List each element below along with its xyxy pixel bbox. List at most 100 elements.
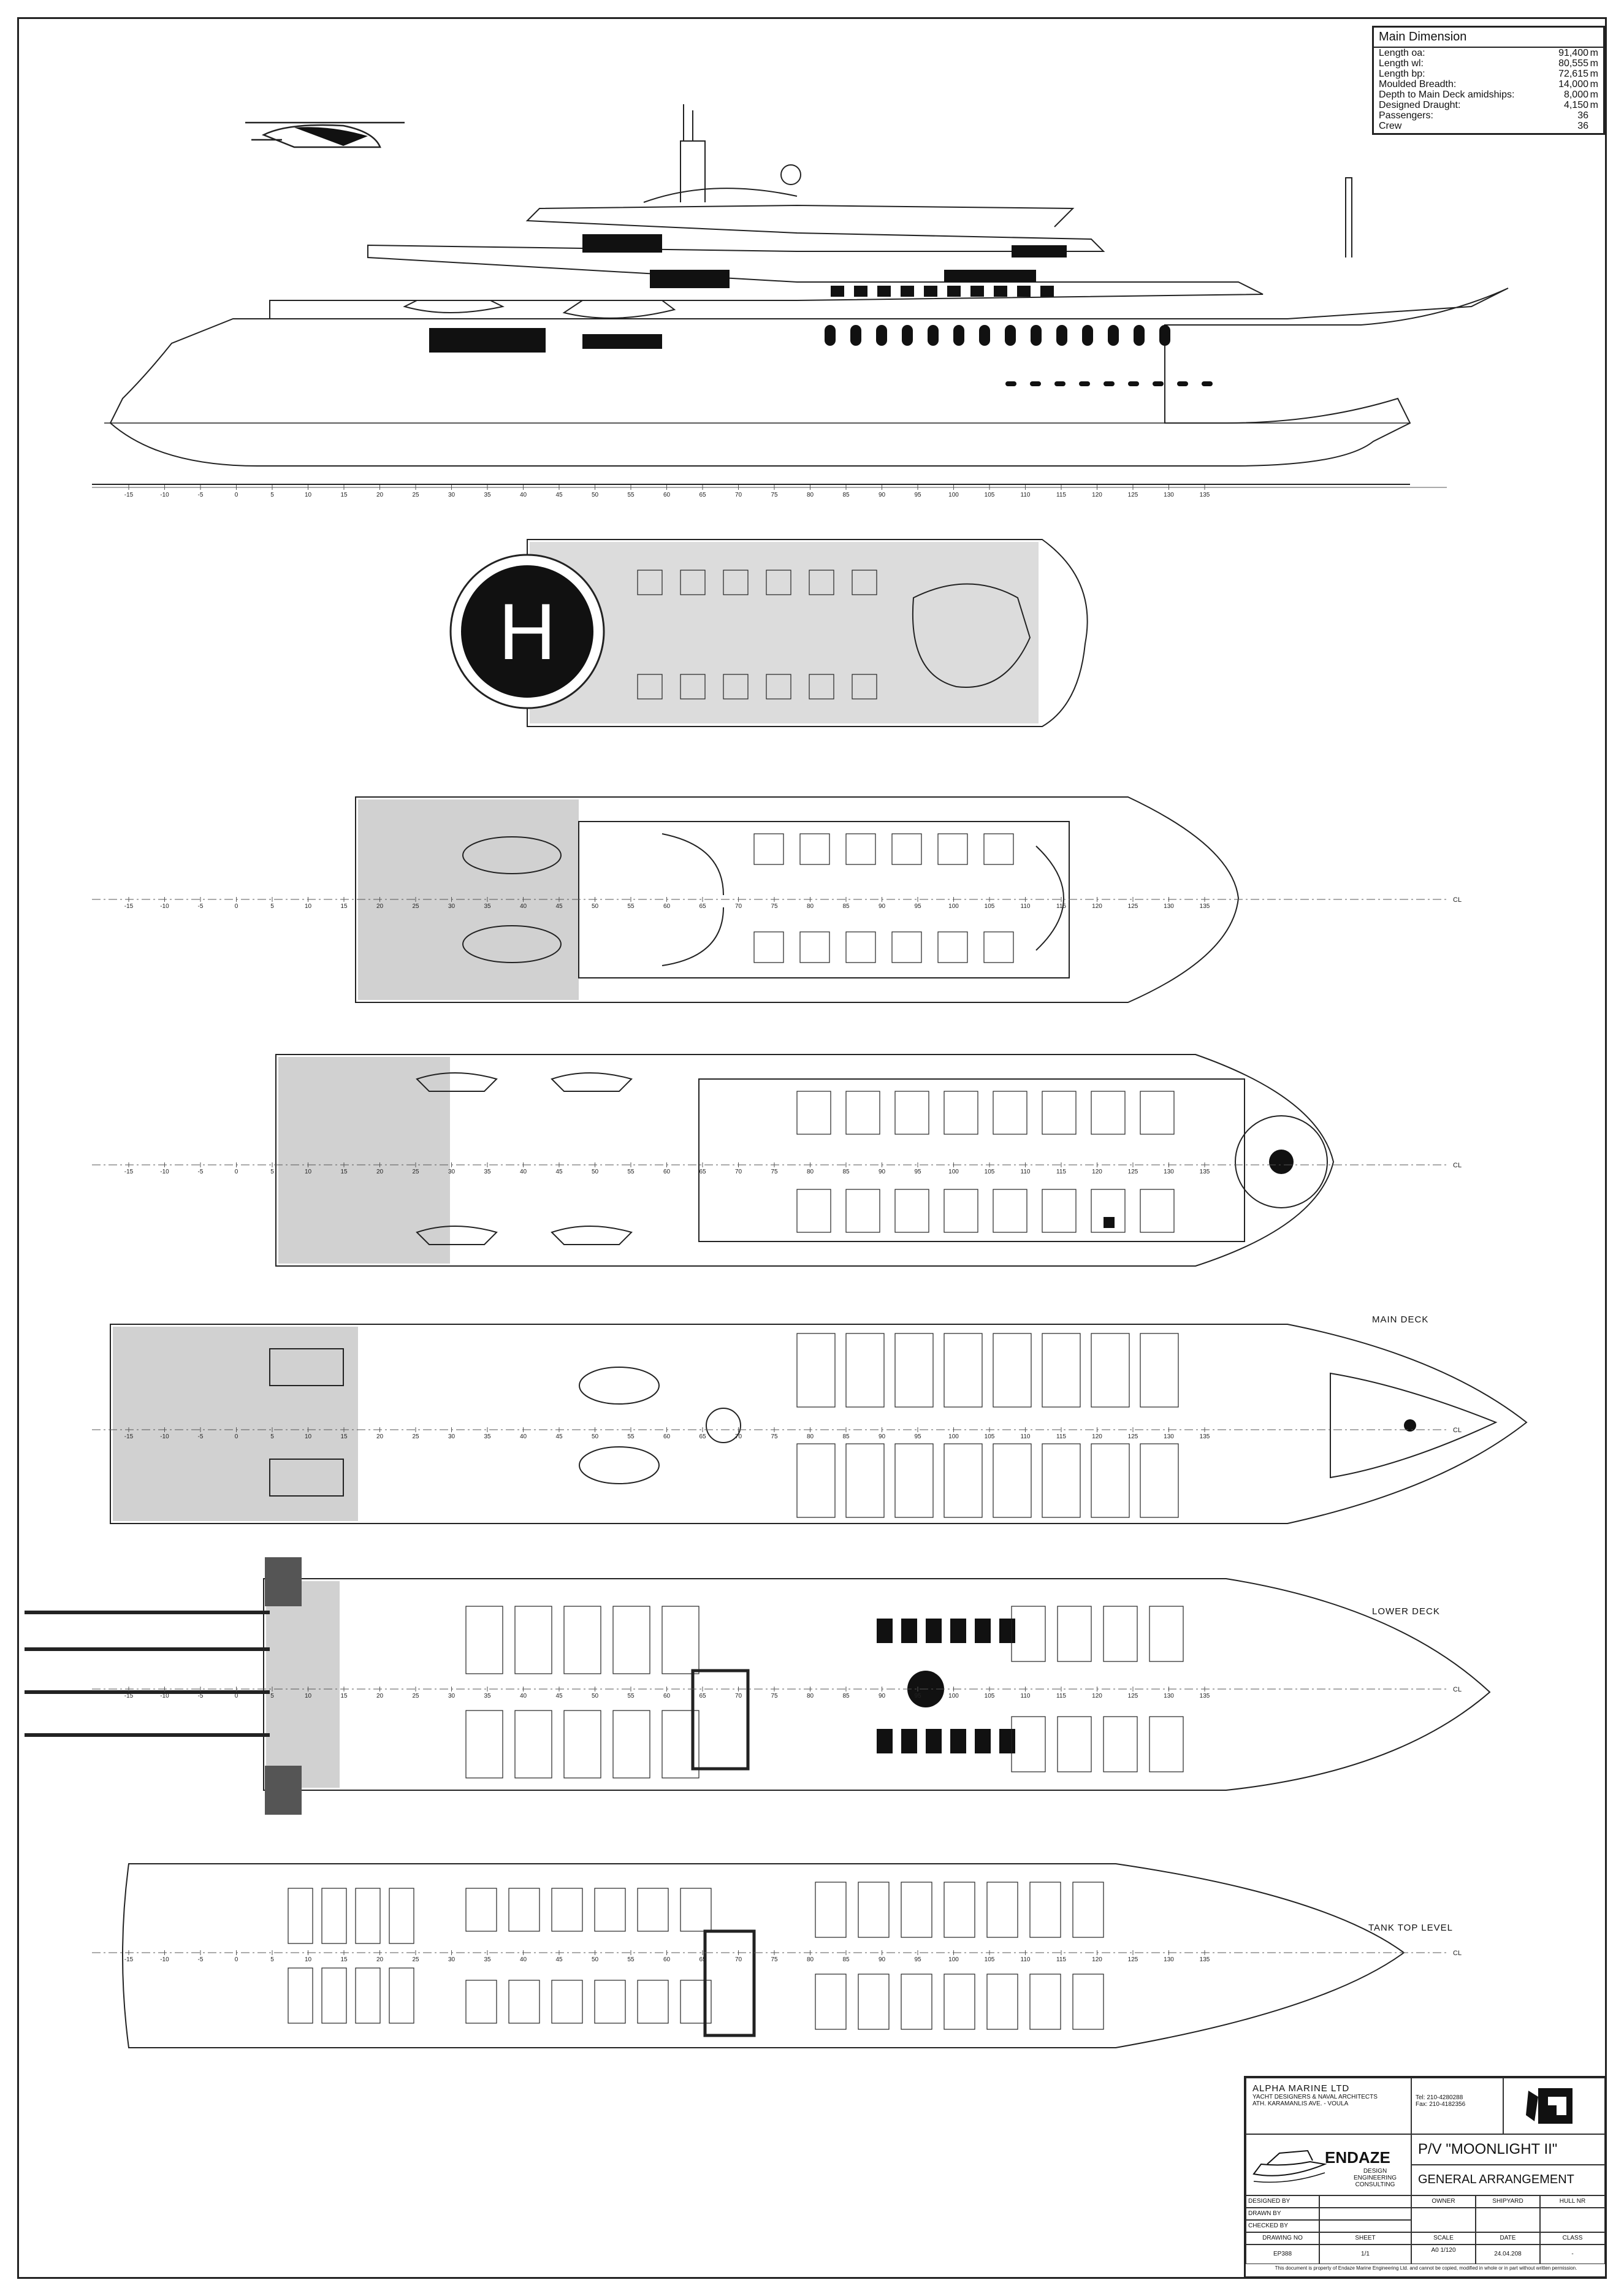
scale-value: A0 1/120 <box>1411 2245 1476 2264</box>
dimension-value: 14,000 <box>1558 79 1588 90</box>
profile-porthole-small <box>1030 381 1041 386</box>
profile-porthole-large <box>953 325 964 346</box>
frame-number: 120 <box>1092 1169 1102 1175</box>
class-label: CLASS <box>1540 2232 1605 2245</box>
engine-room-block <box>661 1606 700 1674</box>
frame-number: 70 <box>735 1956 742 1963</box>
cabin-room <box>799 931 830 963</box>
upper-deck-interior <box>698 1078 1245 1242</box>
cabin-room <box>894 1189 929 1233</box>
frame-number: -15 <box>124 1693 134 1699</box>
cabin-room <box>845 1091 880 1135</box>
frame-number: 10 <box>305 1956 312 1963</box>
frame-number: 80 <box>807 1169 814 1175</box>
technical-space <box>288 1967 313 2024</box>
frame-number: 60 <box>663 1169 671 1175</box>
frame-number: 25 <box>412 903 419 910</box>
frame-number: 40 <box>520 1169 527 1175</box>
frame-number: -10 <box>160 1956 169 1963</box>
crew-cabin <box>1029 1974 1061 2030</box>
helipad-letter: H <box>498 587 556 676</box>
contact-cell: Tel: 210-4280288 Fax: 210-4182356 <box>1411 2078 1503 2134</box>
date-label: DATE <box>1476 2232 1540 2245</box>
guest-cabin <box>1091 1333 1130 1408</box>
dimension-label: Length bp: <box>1379 69 1425 79</box>
frame-number: 15 <box>340 1433 348 1440</box>
frame-number: 75 <box>771 1956 778 1963</box>
frame-number: 115 <box>1056 903 1066 910</box>
upper-deck-teak <box>278 1057 450 1264</box>
crew-cabin <box>986 1882 1018 1938</box>
frame-number: 105 <box>985 1956 995 1963</box>
sundeck-furniture <box>809 674 834 700</box>
dimension-unit: m <box>1590 69 1598 79</box>
foredeck <box>1330 1372 1498 1479</box>
frame-number: 130 <box>1164 1169 1174 1175</box>
profile-porthole-large <box>876 325 887 346</box>
machinery-block <box>465 1888 497 1932</box>
frame-number: 30 <box>448 1956 456 1963</box>
frame-number: 105 <box>985 492 995 498</box>
frame-number: 50 <box>592 1956 599 1963</box>
technical-space <box>321 1888 347 1944</box>
crew-cabin <box>1011 1716 1046 1772</box>
sundeck-furniture <box>766 674 791 700</box>
upper-deck-stair-core <box>1269 1150 1294 1174</box>
frame-number: 40 <box>520 1433 527 1440</box>
crew-cabin <box>901 1882 932 1938</box>
frame-number: 105 <box>985 903 995 910</box>
frame-number: 125 <box>1128 1169 1138 1175</box>
drawing-frame <box>17 17 1607 2279</box>
tank-top-label: TANK TOP LEVEL <box>1368 1923 1453 1933</box>
cl-label: CL <box>1453 1162 1462 1169</box>
profile-radome <box>780 164 801 185</box>
frame-number: 10 <box>305 1433 312 1440</box>
sundeck-furniture <box>680 674 706 700</box>
frame-number: 15 <box>340 903 348 910</box>
frame-number: 125 <box>1128 1433 1138 1440</box>
dimension-row: Passengers:36 <box>1374 110 1603 121</box>
crew-cabin <box>815 1882 847 1938</box>
frame-number: 0 <box>235 1433 238 1440</box>
frame-number: 65 <box>699 1169 706 1175</box>
dimension-unit: m <box>1590 58 1598 69</box>
frame-number: 35 <box>484 492 491 498</box>
frame-number: 45 <box>555 903 563 910</box>
frame-number: 15 <box>340 1956 348 1963</box>
profile-window <box>831 286 844 297</box>
upper-deck-outline <box>275 1054 1335 1267</box>
frame-number: 20 <box>376 1433 384 1440</box>
frame-number: 30 <box>448 903 456 910</box>
frame-number: 55 <box>627 492 635 498</box>
cabin-room <box>937 931 968 963</box>
helicopter-icon <box>245 121 405 148</box>
frame-number: 110 <box>1021 1693 1031 1699</box>
frame-number: 60 <box>663 1956 671 1963</box>
frame-number: 45 <box>555 1693 563 1699</box>
dimension-label: Passengers: <box>1379 110 1433 121</box>
frame-number: -5 <box>198 492 204 498</box>
title-block: ALPHA MARINE LTD YACHT DESIGNERS & NAVAL… <box>1244 2076 1607 2278</box>
frame-number: 65 <box>699 492 706 498</box>
cabin-room <box>944 1091 978 1135</box>
cabin-room <box>845 833 876 865</box>
tank-top-outline <box>122 1863 1405 2048</box>
profile-porthole-large <box>979 325 990 346</box>
cabin-room <box>845 931 876 963</box>
frame-number: 50 <box>592 1169 599 1175</box>
frame-number: 70 <box>735 903 742 910</box>
sundeck-furniture <box>637 570 663 595</box>
g-logo-icon <box>1526 2088 1573 2124</box>
main-stair <box>706 1408 741 1443</box>
machinery-block <box>508 1888 540 1932</box>
frame-number: 10 <box>305 492 312 498</box>
designed-by-label: DESIGNED BY <box>1246 2195 1319 2208</box>
machinery-block <box>680 1888 712 1932</box>
engine-room-block <box>465 1606 503 1674</box>
frame-number: 130 <box>1164 1433 1174 1440</box>
frame-number: 45 <box>555 1956 563 1963</box>
designed-by-value <box>1319 2195 1411 2208</box>
